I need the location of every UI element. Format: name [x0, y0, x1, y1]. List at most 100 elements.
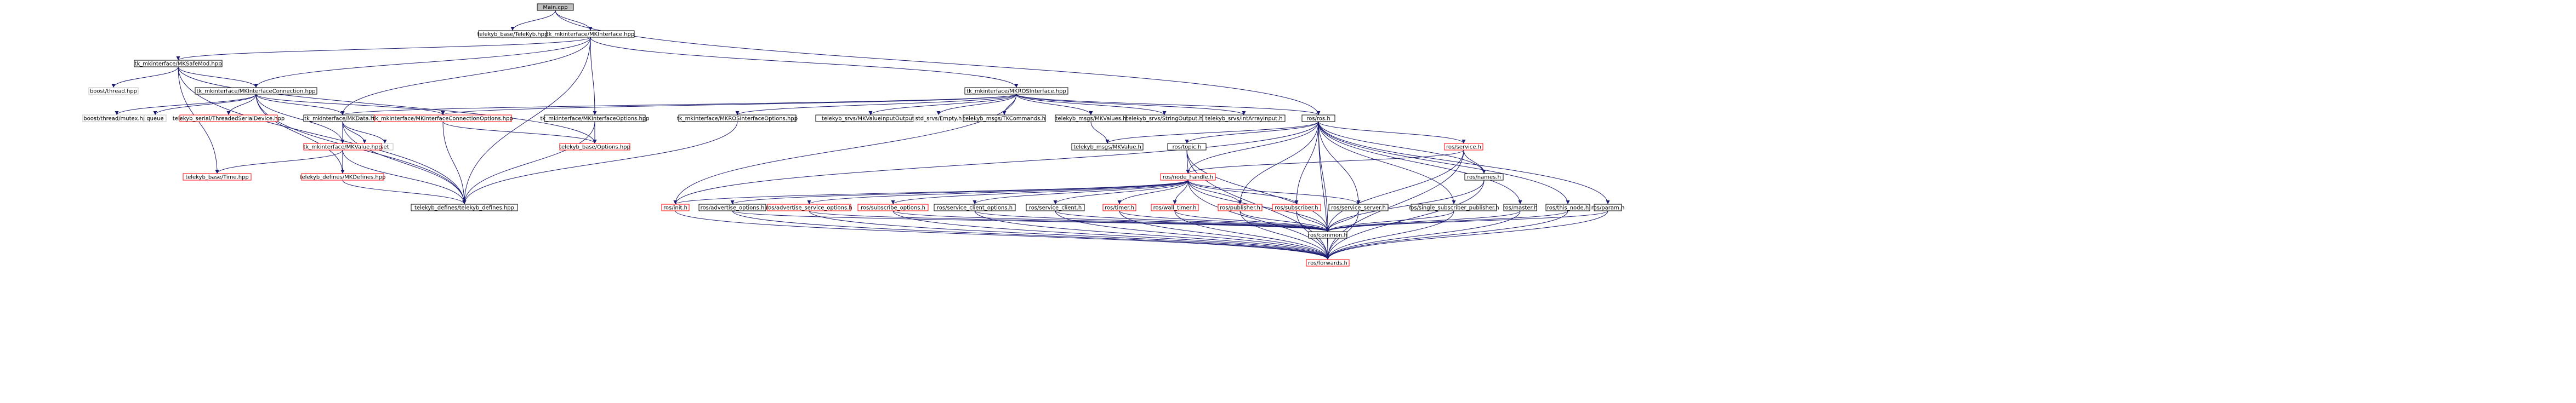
edge-rosros-to-subscriber — [1294, 121, 1319, 205]
node-timer[interactable]: ros/timer.h — [1102, 204, 1136, 211]
node-advopt[interactable]: ros/advertise_options.h — [698, 204, 766, 211]
edge-rosros-to-param — [1318, 121, 1610, 205]
node-serial[interactable]: telekyb_serial/ThreadedSerialDevice.hpp — [173, 114, 285, 122]
node-label: telekyb_srvs/MKValueInputOutput.h — [822, 116, 919, 122]
node-topic[interactable]: ros/topic.h — [1167, 143, 1207, 151]
node-rosif[interactable]: tk_mkinterface/MKROSInterface.hpp — [964, 87, 1068, 95]
node-init[interactable]: ros/init.h — [661, 204, 690, 211]
edge-mkvalue-to-time — [215, 149, 343, 174]
node-queue[interactable]: queue — [144, 114, 167, 122]
node-box — [1545, 204, 1590, 211]
node-param[interactable]: ros/param.h — [1591, 204, 1625, 211]
edge-singlesub-to-forwards — [1326, 210, 1454, 260]
edge-conn-to-queue — [153, 94, 257, 116]
node-advsrvopt[interactable]: ros/advertise_service_options.h — [766, 204, 852, 211]
node-label: ros/service_client.h — [1029, 205, 1082, 211]
node-srvcli[interactable]: ros/service_client.h — [1026, 204, 1085, 211]
edge-nodehandle-to-init — [673, 180, 1189, 205]
node-subopt[interactable]: ros/subscribe_options.h — [857, 204, 929, 211]
edge-nodehandle-to-srvcli — [1053, 180, 1189, 205]
node-mkvalue[interactable]: tk_mkinterface/MKValue.hpp — [303, 143, 382, 151]
node-label: ros/node_handle.h — [1163, 175, 1213, 181]
node-box — [964, 87, 1068, 95]
node-tkdefines[interactable]: telekyb_defines/telekyb_defines.hpp — [411, 204, 518, 211]
node-subscriber[interactable]: ros/subscriber.h — [1272, 204, 1321, 211]
edge-rosif-to-mkdata — [340, 94, 1017, 116]
edge-srvcliopt-to-common — [974, 210, 1330, 232]
node-label: tk_mkinterface/MKInterfaceOptions.hpp — [541, 116, 650, 122]
edge-conn-to-mkdefines — [255, 94, 345, 174]
node-boostmutex[interactable]: boost/thread/mutex.hpp — [82, 114, 151, 122]
node-time[interactable]: telekyb_base/Time.hpp — [183, 173, 252, 181]
node-main[interactable]: Main.cpp — [537, 3, 574, 11]
node-srvstr[interactable]: telekyb_srvs/StringOutput.h — [1125, 114, 1203, 122]
node-srvvo[interactable]: telekyb_srvs/MKValueInputOutput.h — [815, 114, 926, 122]
node-thisnode[interactable]: ros/this_node.h — [1545, 204, 1590, 211]
node-label: set — [380, 145, 389, 151]
edge-rosifopt-to-tkdefines — [462, 121, 738, 205]
edge-rosif-to-srvint — [1016, 94, 1246, 116]
node-box — [1026, 204, 1085, 211]
node-label: std_srvs/Empty.h — [915, 116, 962, 122]
node-srvcliopt[interactable]: ros/service_client_options.h — [934, 204, 1016, 211]
node-label: ros/publisher.h — [1220, 205, 1260, 211]
edge-mkdata-to-tkdefines — [342, 121, 467, 205]
edge-mkvalue-to-tkdefines — [342, 149, 467, 205]
node-teleyb[interactable]: telekyb_base/TeleKyb.hpp — [477, 30, 548, 38]
edge-nodehandle-to-forwards — [1187, 180, 1330, 260]
node-label: ros/topic.h — [1173, 145, 1202, 151]
node-mkif[interactable]: tk_mkinterface/MKInterface.hpp — [546, 30, 635, 38]
node-msgvals[interactable]: telekyb_msgs/MKValues.h — [1055, 114, 1127, 122]
node-forwards[interactable]: ros/forwards.h — [1306, 259, 1350, 267]
edge-msgvals-to-msgval — [1090, 121, 1110, 144]
edge-conn-to-connopt — [255, 94, 445, 116]
node-stdempty[interactable]: std_srvs/Empty.h — [913, 114, 964, 122]
edge-rosif-to-stdempty — [936, 94, 1017, 116]
node-label: tk_mkinterface/MKROSInterface.hpp — [966, 89, 1066, 95]
node-conn[interactable]: tk_mkinterface/MKInterfaceConnection.hpp — [195, 87, 317, 95]
node-srvint[interactable]: telekyb_srvs/IntArrayInput.h — [1202, 114, 1286, 122]
node-label: Main.cpp — [543, 5, 567, 11]
node-names[interactable]: ros/names.h — [1464, 173, 1504, 181]
node-walltimer[interactable]: ros/wall_timer.h — [1151, 204, 1199, 211]
edge-rosif-to-rosifopt — [735, 94, 1017, 116]
edge-subopt-to-forwards — [892, 210, 1330, 260]
node-master[interactable]: ros/master.h — [1503, 204, 1537, 211]
node-nodehandle[interactable]: ros/node_handle.h — [1160, 173, 1216, 181]
node-box — [374, 114, 512, 122]
edge-safemod-to-tkdefines — [178, 66, 467, 205]
node-mkdefines[interactable]: telekyb_defines/MKDefines.hpp — [300, 173, 386, 181]
edge-mkdata-to-map — [342, 121, 367, 144]
edge-rosros-to-common — [1318, 121, 1330, 232]
node-box — [1160, 173, 1216, 181]
edge-nodehandle-to-publisher — [1187, 180, 1242, 205]
edge-advsrvopt-to-common — [809, 210, 1330, 232]
edge-rosif-to-connopt — [441, 94, 1017, 116]
node-box — [1306, 259, 1350, 267]
node-mkdata[interactable]: tk_mkinterface/MKData.hpp — [303, 114, 382, 122]
node-service[interactable]: ros/service.h — [1444, 143, 1483, 151]
node-connopt[interactable]: tk_mkinterface/MKInterfaceConnectionOpti… — [373, 114, 513, 122]
edge-mkdefines-to-tkdefines — [342, 180, 467, 205]
node-srvserver[interactable]: ros/service_server.h — [1328, 204, 1389, 211]
edge-rosros-to-thisnode — [1318, 121, 1570, 205]
node-msgval[interactable]: telekyb_msgs/MKValue.h — [1071, 143, 1144, 151]
node-publisher[interactable]: ros/publisher.h — [1218, 204, 1263, 211]
node-common[interactable]: ros/common.h — [1308, 231, 1347, 239]
node-tkcmd[interactable]: telekyb_msgs/TKCommands.h — [963, 114, 1046, 122]
nodes: Main.cpptelekyb_base/TeleKyb.hpptk_mkint… — [82, 3, 1625, 267]
node-mkifopt[interactable]: tk_mkinterface/MKInterfaceOptions.hpp — [541, 114, 650, 122]
node-box — [1202, 114, 1286, 122]
node-rosifopt[interactable]: tk_mkinterface/MKROSInterfaceOptions.hpp — [677, 114, 798, 122]
node-options[interactable]: telekyb_base/Options.hpp — [559, 143, 630, 151]
edges — [111, 10, 1610, 260]
node-rosros[interactable]: ros/ros.h — [1301, 114, 1335, 122]
edge-singlesub-to-common — [1326, 210, 1454, 232]
node-safemod[interactable]: tk_mkinterface/MKSafeMod.hpp — [134, 60, 223, 67]
node-box — [144, 114, 167, 122]
node-boostthread[interactable]: boost/thread.hpp — [88, 87, 139, 95]
node-box — [411, 204, 518, 211]
edge-conn-to-boostmutex — [115, 94, 257, 116]
edge-nodehandle-to-srvcliopt — [973, 180, 1189, 205]
node-singlesub[interactable]: ros/single_subscriber_publisher.h — [1408, 204, 1499, 211]
